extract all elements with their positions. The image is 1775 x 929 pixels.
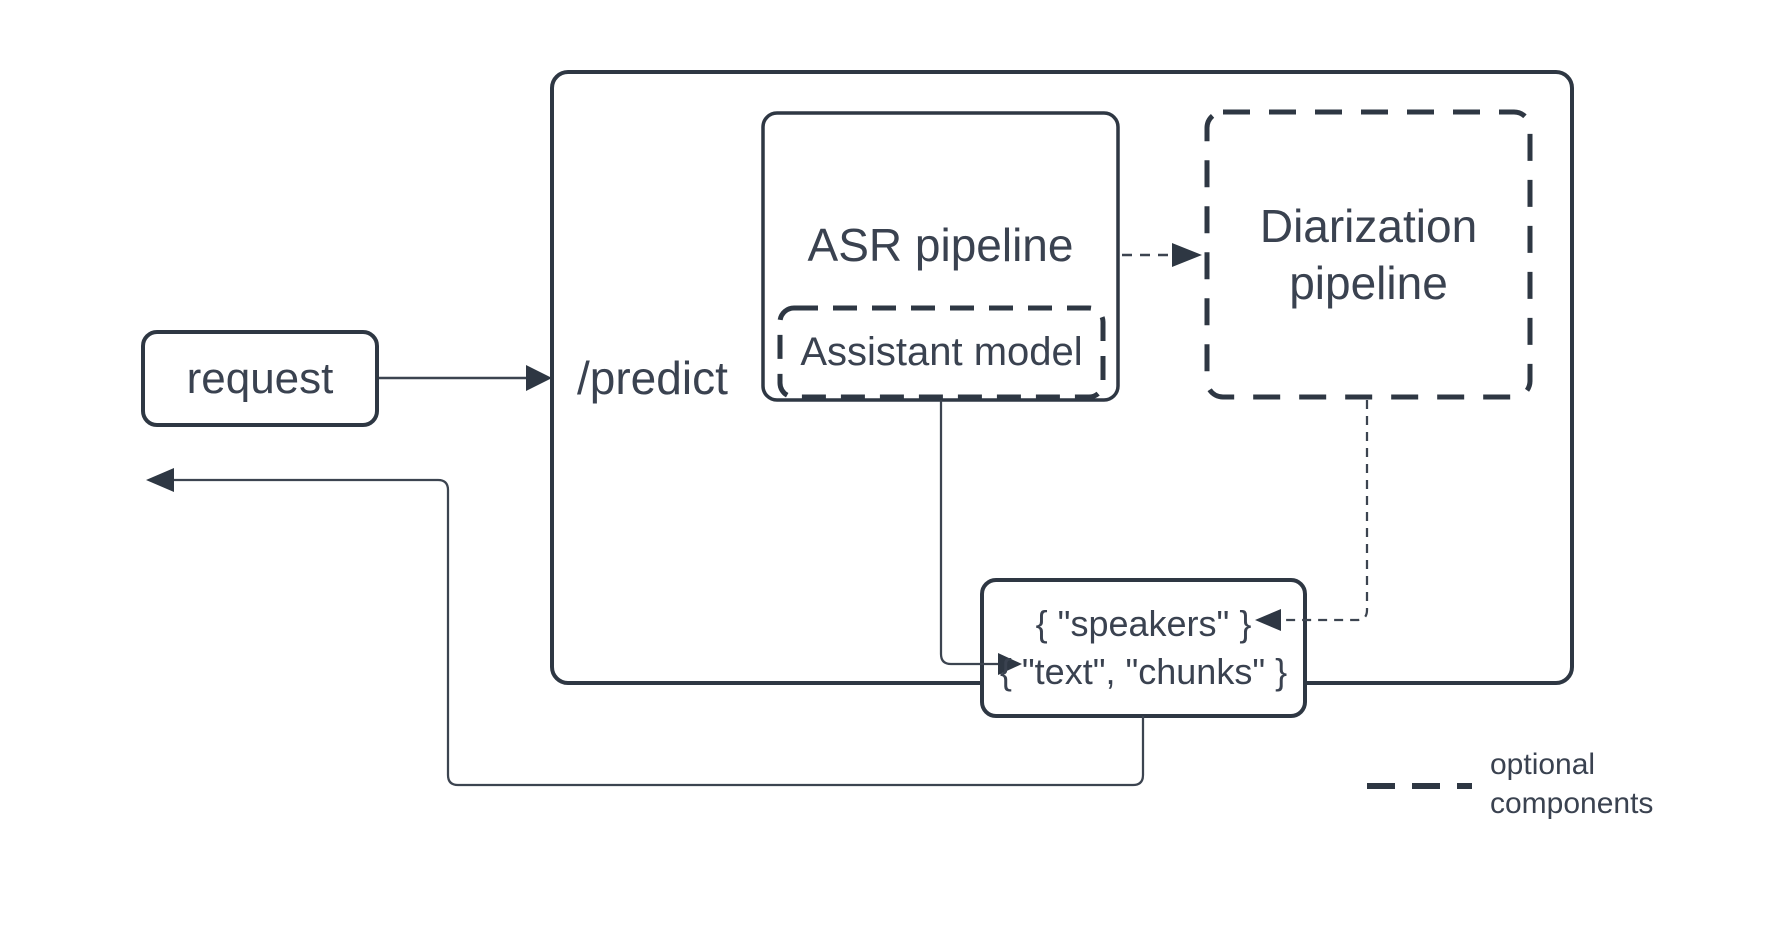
output-speakers-line: { "speakers" } xyxy=(1035,603,1252,644)
assistant-model-label: Assistant model xyxy=(800,330,1083,374)
asr-to-diarization-arrow xyxy=(1122,243,1202,267)
request-box xyxy=(141,330,379,427)
asr-pipeline-label: ASR pipeline xyxy=(807,219,1074,271)
diarization-pipeline-label: Diarization pipeline xyxy=(1207,112,1530,397)
output-text-chunks-line: { "text", "chunks" } xyxy=(999,651,1288,692)
request-label: request xyxy=(186,353,334,403)
output-payload-label: { "speakers" } { "text", "chunks" } xyxy=(982,580,1305,716)
predict-endpoint-label: /predict xyxy=(577,352,728,404)
diarization-to-output-arrow xyxy=(1255,400,1369,631)
diarization-pipeline-box xyxy=(1204,109,1533,400)
response-return-arrow xyxy=(146,468,1145,787)
assistant-model-box xyxy=(777,305,1106,400)
diarization-pipeline-label-text: Diarization pipeline xyxy=(1259,199,1478,309)
request-arrow xyxy=(379,365,552,391)
legend-label-text: optional components xyxy=(1490,748,1654,820)
legend-label: optional components xyxy=(1490,745,1700,823)
assistant-to-output-arrow xyxy=(939,400,1022,675)
